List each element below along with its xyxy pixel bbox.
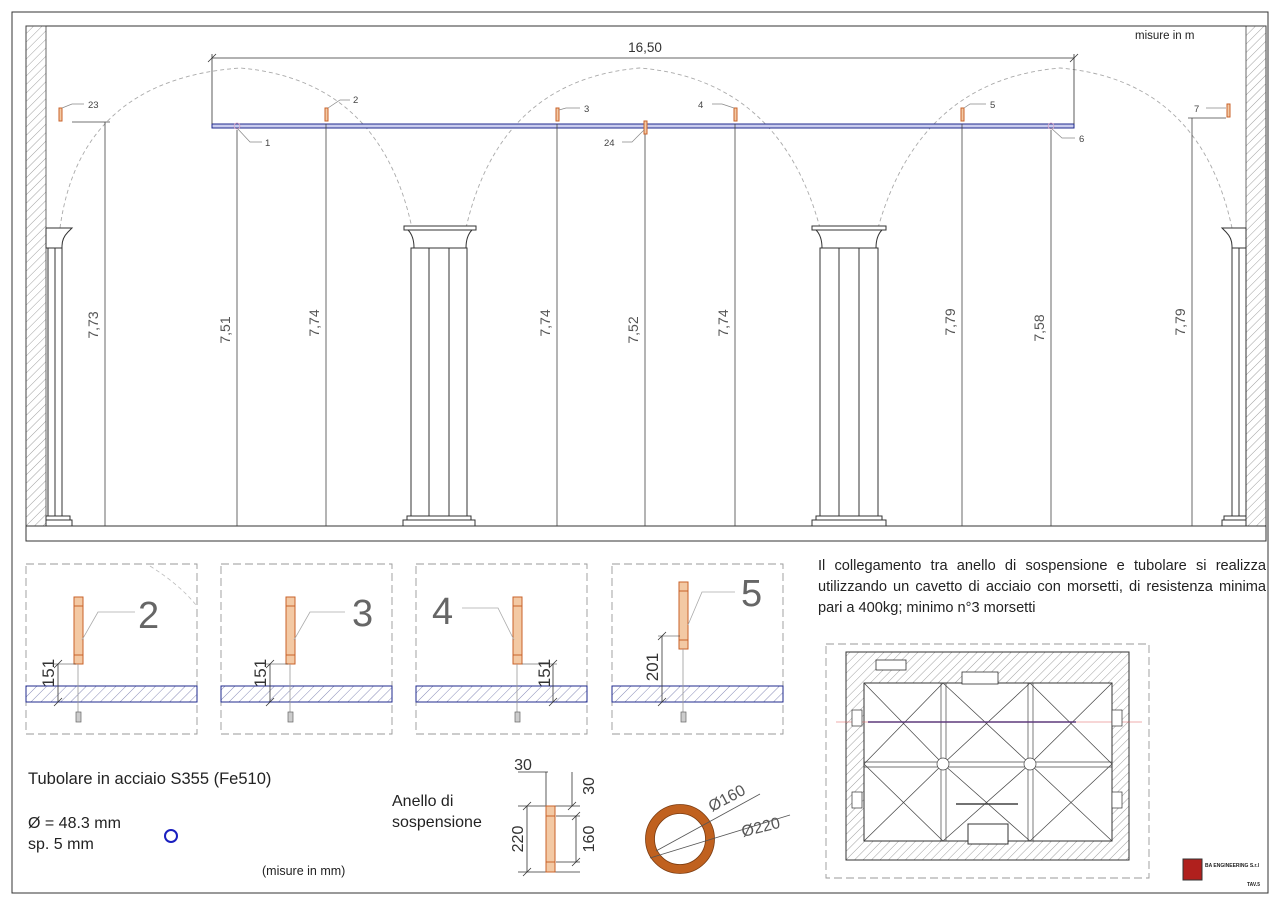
elevation-view <box>25 25 1267 542</box>
anchor-label-23: 23 <box>88 100 99 111</box>
column-1 <box>402 225 477 527</box>
tube-spec: Ø = 48.3 mm sp. 5 mm <box>28 813 121 855</box>
right-wall <box>1245 25 1267 527</box>
arches <box>59 67 1233 229</box>
detail-dim-3: 151 <box>251 659 270 687</box>
span-dimension <box>207 53 1079 124</box>
tube-thickness: sp. 5 mm <box>28 836 94 853</box>
detail-box-5 <box>611 563 784 735</box>
tubular-beam <box>211 123 1075 129</box>
detail-box-2 <box>25 563 198 735</box>
company-name: BA ENGINEERING S.r.l <box>1205 863 1259 869</box>
ring-dim-side: 30 <box>581 777 598 795</box>
tube-title: Tubolare in acciaio S355 (Fe510) <box>28 770 272 788</box>
ring-dim-inner: 160 <box>581 826 598 853</box>
ring-plan <box>645 804 715 874</box>
height-label: 7,74 <box>715 309 731 336</box>
ring-dim-total: 220 <box>510 826 527 853</box>
anchor-label-1: 1 <box>265 138 270 149</box>
anchor-label-2: 2 <box>353 95 358 106</box>
anchor-leaders <box>61 99 1226 143</box>
ring-label: Anello di sospensione <box>392 791 482 833</box>
anchor-label-6: 6 <box>1079 134 1084 145</box>
height-label: 7,79 <box>942 308 958 335</box>
anchor-label-3: 3 <box>584 104 589 115</box>
tube-section-icon <box>164 829 178 843</box>
anchor-markers <box>58 103 1231 135</box>
detail-label-4: 4 <box>432 591 453 633</box>
ring-outer-diameter: Ø220 <box>740 815 782 841</box>
anchor-label-24: 24 <box>604 138 615 149</box>
anchor-label-4: 4 <box>698 100 703 111</box>
detail-box-4 <box>415 563 588 735</box>
height-lines <box>72 117 1226 526</box>
tube-diameter: Ø = 48.3 mm <box>28 815 121 832</box>
left-wall <box>25 25 47 527</box>
detail-dim-2: 151 <box>39 659 58 687</box>
height-label: 7,58 <box>1031 314 1047 341</box>
column-2 <box>811 225 887 527</box>
detail-box-3 <box>220 563 393 735</box>
detail-label-2: 2 <box>138 595 159 637</box>
tube-units: (misure in mm) <box>262 864 346 878</box>
ring-section <box>545 805 556 873</box>
company-logo <box>1182 858 1203 881</box>
ring-label-line2: sospensione <box>392 814 482 831</box>
connection-note: Il collegamento tra anello di sospension… <box>818 558 1266 616</box>
height-label: 7,73 <box>85 311 101 338</box>
height-label: 7,74 <box>537 309 553 336</box>
detail-dim-4: 151 <box>535 659 554 687</box>
detail-dim-5: 201 <box>643 653 662 681</box>
ring-label-line1: Anello di <box>392 793 454 810</box>
ring-inner-diameter: Ø160 <box>706 782 749 815</box>
anchor-label-7: 7 <box>1194 104 1199 115</box>
floor-plan <box>825 643 1150 879</box>
height-label: 7,51 <box>217 316 233 343</box>
span-dimension-label: 16,50 <box>628 40 662 55</box>
height-label: 7,52 <box>625 316 641 343</box>
sheet-number: TAV.5 <box>1247 882 1260 888</box>
units-label: misure in m <box>1135 30 1195 42</box>
column-right <box>1220 227 1247 527</box>
detail-label-5: 5 <box>741 573 762 615</box>
detail-label-3: 3 <box>352 593 373 635</box>
anchor-label-5: 5 <box>990 100 995 111</box>
sheet-border <box>11 11 1269 894</box>
height-label: 7,74 <box>306 309 322 336</box>
detail-boxes <box>25 563 784 735</box>
ring-dim-top: 30 <box>514 757 532 774</box>
height-label: 7,79 <box>1172 308 1188 335</box>
column-left <box>45 227 74 527</box>
